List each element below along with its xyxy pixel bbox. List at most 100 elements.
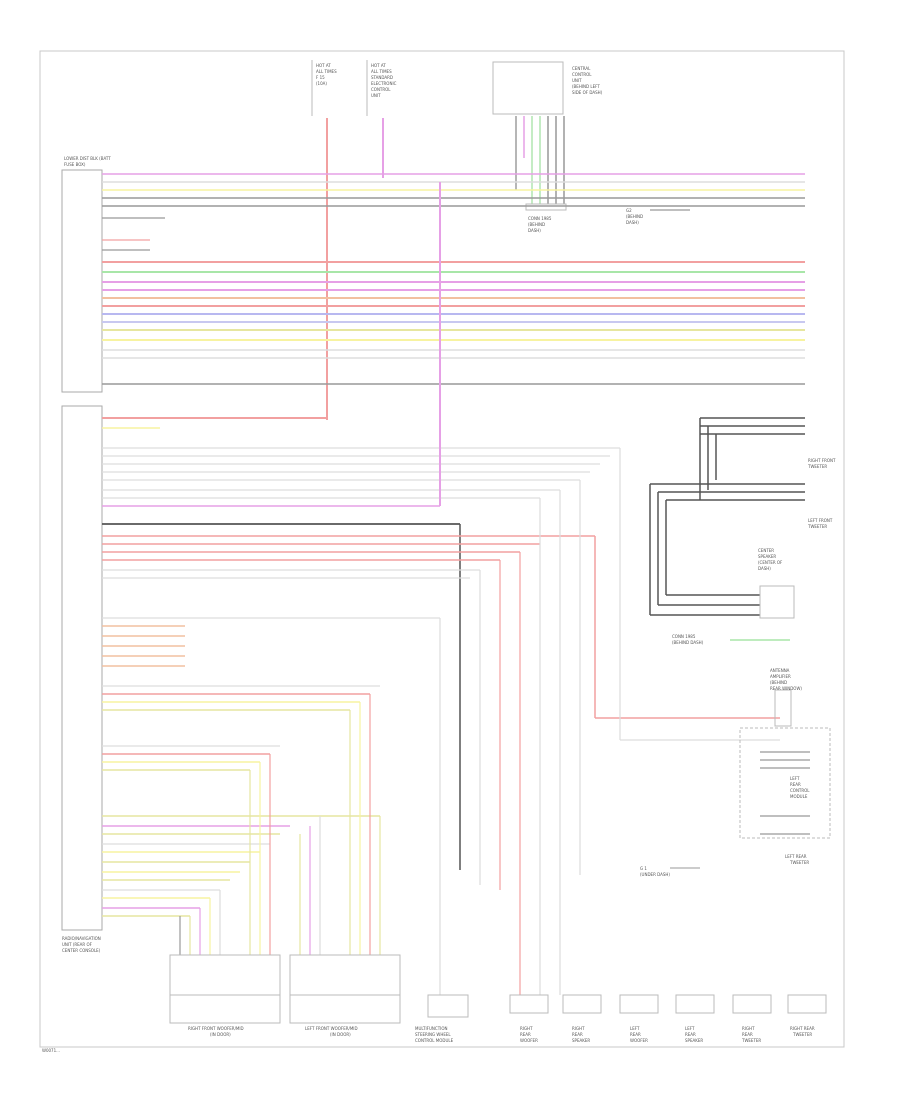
caption-rrt-2: REAR	[742, 1032, 753, 1037]
antenna-label-2: AMPLIFIER	[770, 674, 791, 679]
caption-lrw-1: LEFT	[630, 1026, 640, 1031]
speaker-connector-left-front: LEFT FRONT WOOFER/MID(IN DOOR)	[289, 954, 401, 1037]
caption-rrw-2: REAR	[520, 1032, 531, 1037]
speaker-drops	[179, 448, 780, 995]
head-unit-top-label-2: FUSE BOX)	[64, 162, 86, 167]
svg-text:RIGHT FRONT WOOFER/MID(IN DOOR: RIGHT FRONT WOOFER/MID(IN DOOR)	[188, 1026, 244, 1037]
svg-text:G 1(UNDER DASH): G 1(UNDER DASH)	[640, 866, 670, 877]
caption-sw-3: CONTROL MODULE	[415, 1038, 454, 1043]
caption-lrs-3: SPEAKER	[685, 1038, 703, 1043]
center-speaker-label-2: SPEAKER	[758, 554, 776, 559]
ccu-label-5: SIDE OF DASH)	[572, 90, 603, 95]
fuse-mid-label-3: STANDARD	[371, 75, 393, 80]
ground-top-label-1: G2	[626, 208, 632, 213]
lf-tweeter-label-1: LEFT FRONT	[808, 518, 833, 523]
head-unit-main-label-1: RADIO/NAVIGATION	[62, 936, 101, 941]
ccu-label-4: (BEHIND LEFT	[572, 84, 600, 89]
ground-top-label-2: (BEHIND	[626, 214, 643, 219]
fuse-mid-label-4: ELECTRONIC	[371, 81, 397, 86]
lf-tweeter-label-2: TWEETER	[807, 524, 827, 529]
ccu-label-1: CENTRAL	[572, 66, 591, 71]
speaker-connector-right-front: RIGHT FRONT WOOFER/MID(IN DOOR)	[169, 954, 281, 1037]
fuse-mid-label-6: UNIT	[371, 93, 381, 98]
lr-ctrl-label-3: CONTROL	[790, 788, 810, 793]
lr-tweeter-label-1: LEFT REAR	[785, 854, 807, 859]
caption-rf-2: (IN DOOR)	[210, 1032, 231, 1037]
head-unit-top-box	[61, 169, 103, 393]
page-code: W0071...	[42, 1048, 60, 1053]
svg-text:LEFT FRONT WOOFER/MID(IN DOOR): LEFT FRONT WOOFER/MID(IN DOOR)	[305, 1026, 358, 1037]
lr-ctrl-label-4: MODULE	[790, 794, 808, 799]
ground-mid-label-2: (BEHIND DASH)	[672, 640, 704, 645]
caption-sw-1: MULTIFUNCTION	[415, 1026, 447, 1031]
conn-under-label-3: DASH)	[528, 228, 541, 233]
ground-lower-label-1: G 1	[640, 866, 647, 871]
center-speaker-label-4: DASH)	[758, 566, 771, 571]
ground-lower-group: G 1(UNDER DASH)	[640, 866, 700, 877]
caption-lrs-1: LEFT	[685, 1026, 695, 1031]
caption-rrw-3: WOOFER	[520, 1038, 538, 1043]
caption-lrs-2: REAR	[685, 1032, 696, 1037]
caption-rrs-2: REAR	[572, 1032, 583, 1037]
caption-rrt2-1: RIGHT REAR	[790, 1026, 815, 1031]
conn-under-label-1: CONN 1985	[528, 216, 552, 221]
ground-top-label-3: DASH)	[626, 220, 639, 225]
svg-text:CONN 1985(BEHIND DASH): CONN 1985(BEHIND DASH)	[672, 634, 704, 645]
ccu-label-2: CONTROL	[572, 72, 592, 77]
fuse-mid-label-1: HOT AT	[371, 63, 386, 68]
antenna-label-3: (BEHIND	[770, 680, 787, 685]
center-speaker-label-1: CENTER	[758, 548, 774, 553]
head-unit-top-label-1: LOWER DIST BLK (BATT	[64, 156, 111, 161]
rf-tweeter-label-2: TWEETER	[807, 464, 827, 469]
conn-under-label-2: (BEHIND	[528, 222, 545, 227]
fuse-left-label-4: (10A)	[316, 81, 327, 86]
caption-rrs-3: SPEAKER	[572, 1038, 590, 1043]
caption-lf-1: LEFT FRONT WOOFER/MID	[305, 1026, 358, 1031]
center-speaker-label-3: (CENTER OF	[758, 560, 783, 565]
top-wire-bundle	[102, 173, 805, 385]
fuse-left-label-1: HOT AT	[316, 63, 331, 68]
caption-rrs-1: RIGHT	[572, 1026, 585, 1031]
caption-lf-2: (IN DOOR)	[330, 1032, 351, 1037]
head-unit-main-label-3: CENTER CONSOLE)	[62, 948, 101, 953]
caption-rrt2-2: TWEETER	[792, 1032, 812, 1037]
ground-lower-label-2: (UNDER DASH)	[640, 872, 670, 877]
fuse-left-label-3: F 15	[316, 75, 325, 80]
head-unit-main-box	[61, 405, 103, 931]
ccu-label-3: UNIT	[572, 78, 582, 83]
lr-tweeter-label-2: TWEETER	[789, 860, 809, 865]
caption-sw-2: STEERING WHEEL	[415, 1032, 451, 1037]
fuse-mid-label-2: ALL TIMES	[371, 69, 392, 74]
caption-rrt-1: RIGHT	[742, 1026, 755, 1031]
fuse-mid-label-5: CONTROL	[371, 87, 391, 92]
diagram-border	[39, 50, 845, 1048]
head-unit-main-label-2: UNIT (REAR OF	[62, 942, 93, 947]
